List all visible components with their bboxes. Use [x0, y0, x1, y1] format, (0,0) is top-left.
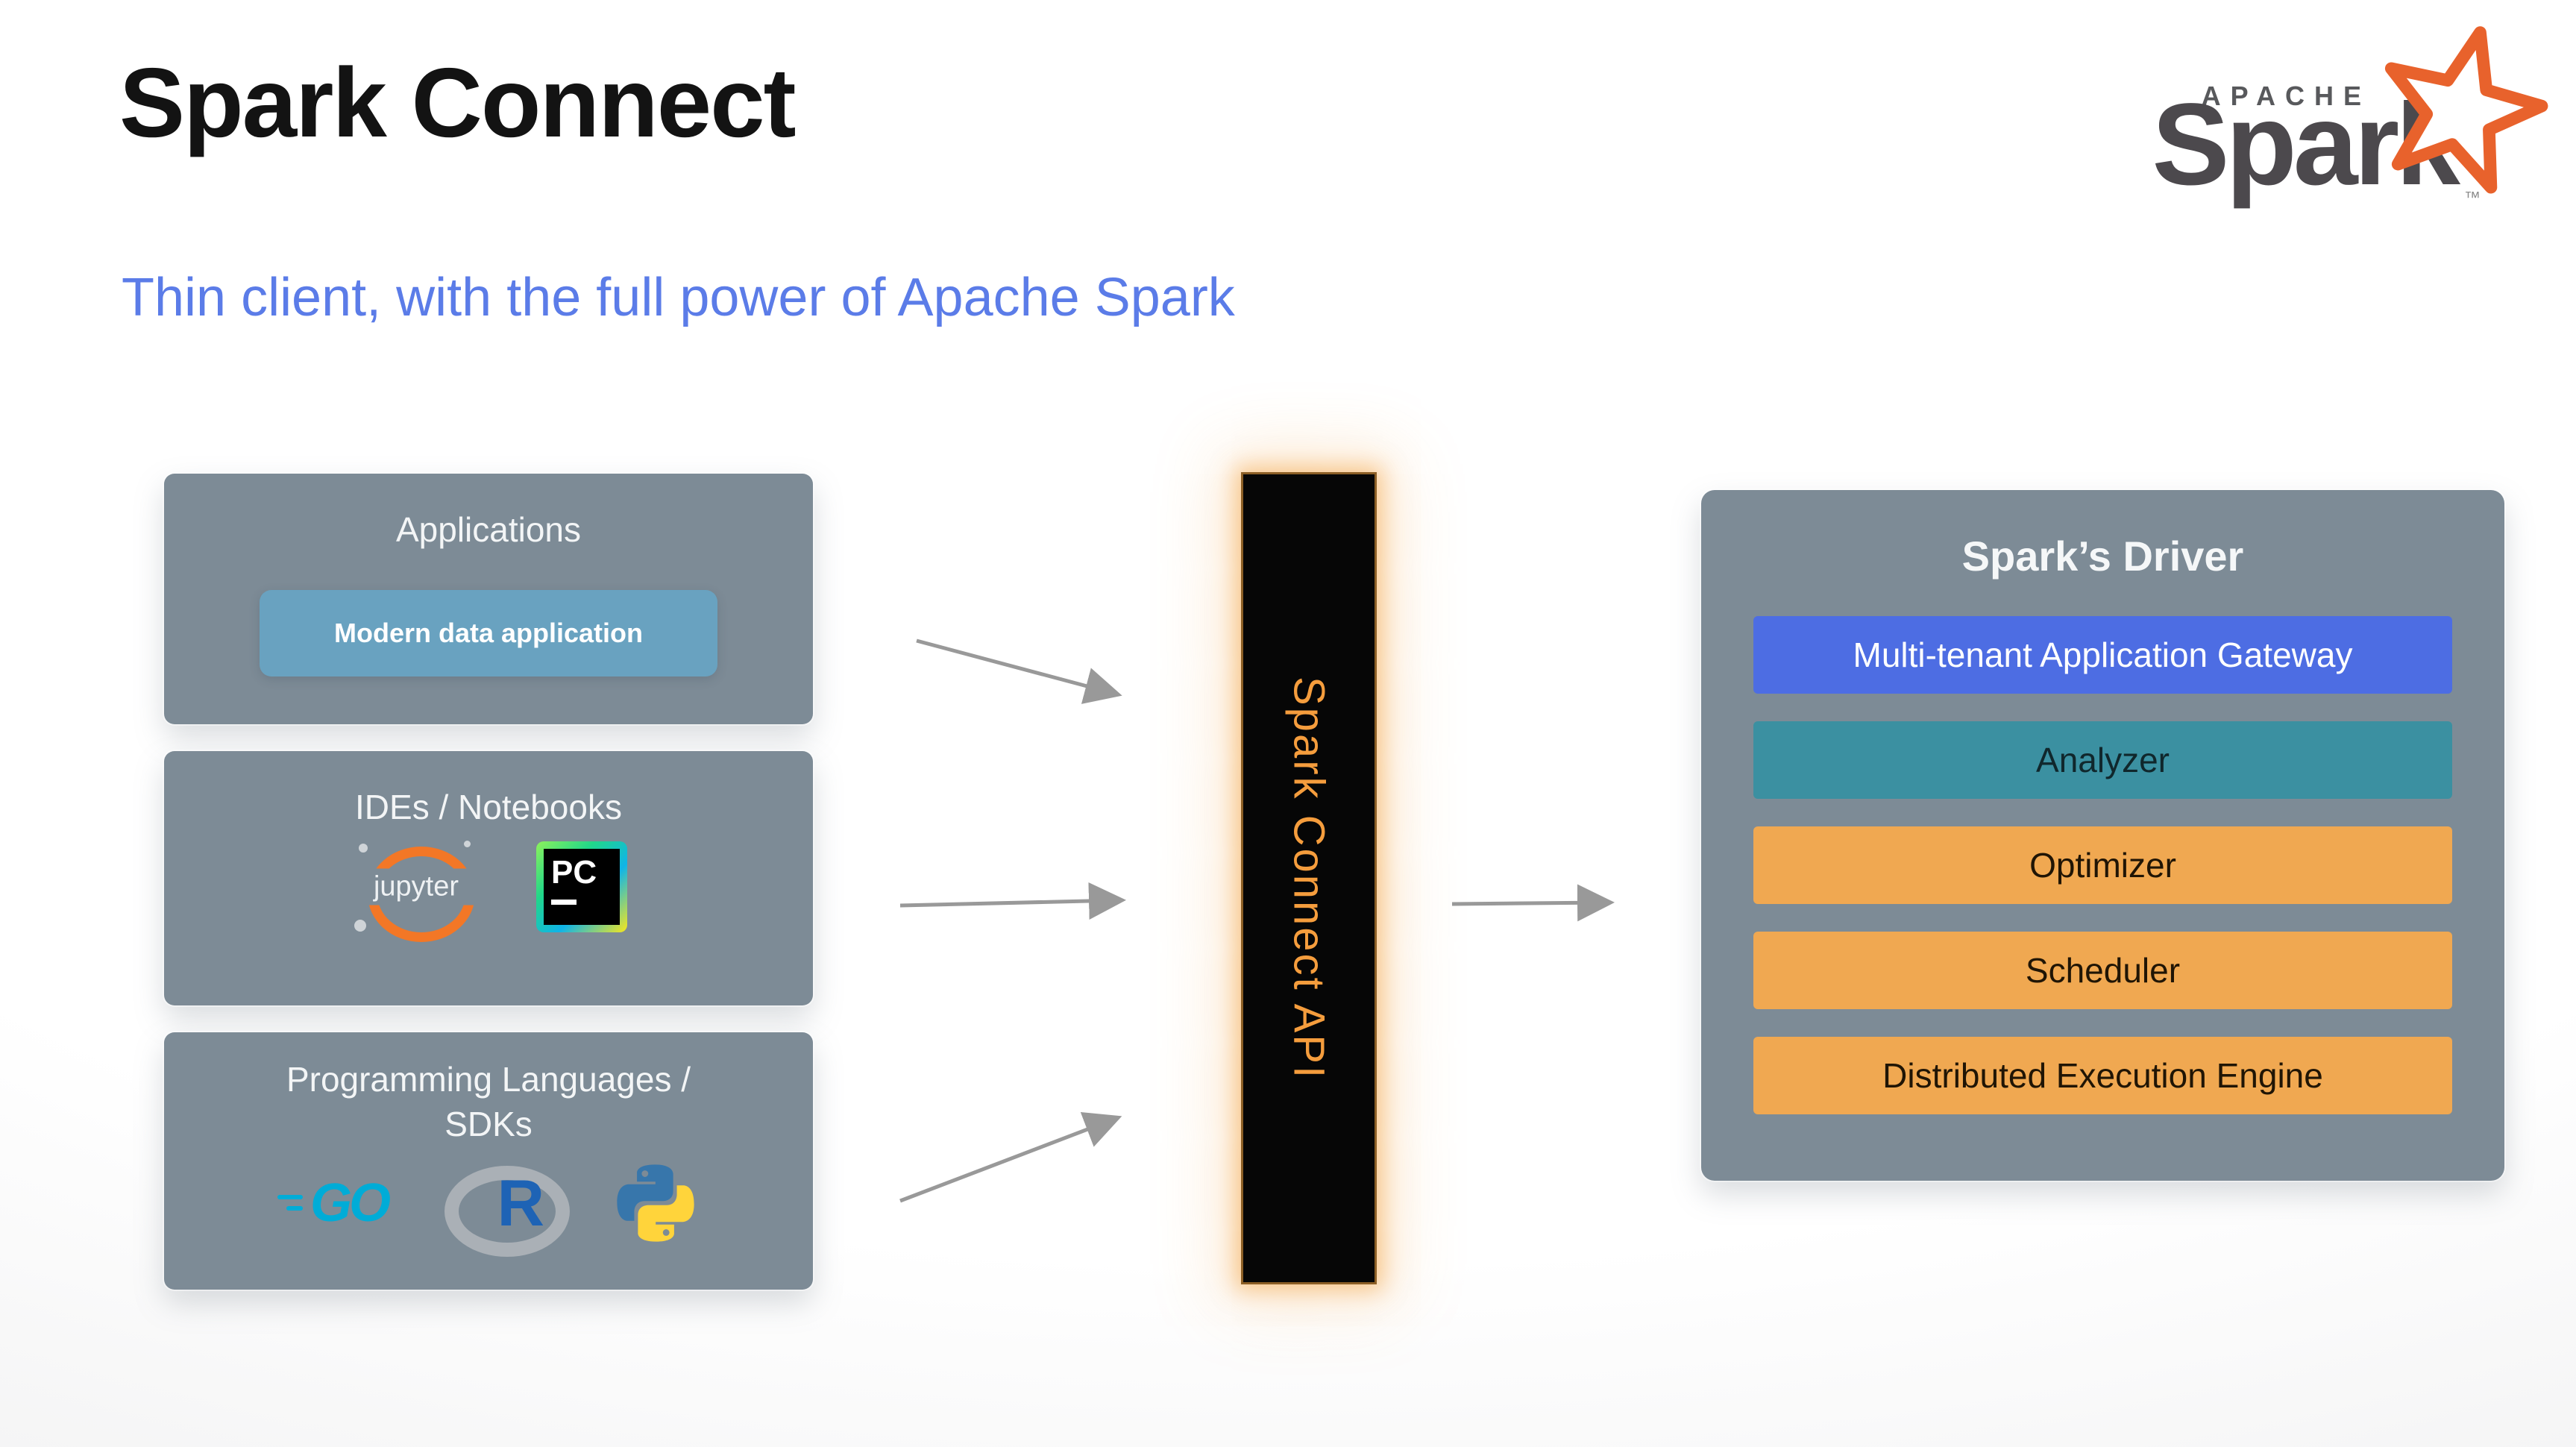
page-title: Spark Connect	[119, 48, 797, 157]
jupyter-icon: jupyter	[350, 839, 483, 942]
pycharm-inner: PC	[544, 849, 620, 925]
driver-layers: Multi-tenant Application Gateway Analyze…	[1753, 616, 2452, 1114]
python-icon	[617, 1164, 694, 1242]
ides-notebooks-title: IDEs / Notebooks	[355, 788, 622, 826]
layer-multi-tenant-gateway: Multi-tenant Application Gateway	[1753, 616, 2452, 694]
brand-apache-text: APACHE	[2201, 81, 2371, 111]
ides-icon-row: jupyter PC	[164, 839, 813, 942]
jupyter-dot	[354, 920, 366, 932]
go-speed-lines	[277, 1195, 303, 1211]
spark-connect-api-label: Spark Connect API	[1284, 676, 1333, 1081]
layer-analyzer: Analyzer	[1753, 721, 2452, 799]
arrow-languages-to-api	[899, 1111, 1122, 1203]
go-label: GO	[310, 1173, 391, 1233]
jupyter-label: jupyter	[350, 868, 483, 905]
applications-title: Applications	[395, 510, 582, 549]
spark-driver-box: Spark’s Driver Multi-tenant Application …	[1701, 490, 2504, 1181]
brand-trademark: ™	[2464, 188, 2481, 207]
jupyter-dot	[359, 844, 368, 853]
pycharm-icon: PC	[536, 841, 627, 932]
r-icon: R	[442, 1160, 570, 1257]
ides-notebooks-box: IDEs / Notebooks jupyter PC	[164, 751, 813, 1005]
modern-data-application-chip: Modern data application	[260, 590, 717, 677]
arrow-ides-to-api	[899, 882, 1126, 920]
spark-driver-title: Spark’s Driver	[1961, 533, 2244, 580]
spark-connect-api-bar: Spark Connect API	[1241, 472, 1377, 1284]
languages-icon-row: GO R	[164, 1159, 813, 1257]
jupyter-dot	[464, 841, 471, 847]
layer-optimizer: Optimizer	[1753, 826, 2452, 904]
apache-spark-logo: APACHE Spark ™	[2091, 22, 2548, 254]
subtitle: Thin client, with the full power of Apac…	[122, 268, 1235, 327]
go-icon: GO	[277, 1173, 391, 1234]
pycharm-label: PC	[551, 854, 597, 891]
spark-star-icon	[2384, 26, 2548, 194]
languages-sdks-title: Programming Languages / SDKs	[286, 1060, 691, 1143]
languages-sdks-box: Programming Languages / SDKs GO R	[164, 1032, 813, 1290]
arrow-api-to-driver	[1451, 884, 1615, 922]
applications-box: Applications Modern data application	[164, 474, 813, 724]
layer-distributed-execution-engine: Distributed Execution Engine	[1753, 1037, 2452, 1114]
arrow-applications-to-api	[916, 638, 1122, 704]
pycharm-underscore	[551, 900, 577, 905]
layer-scheduler: Scheduler	[1753, 932, 2452, 1009]
r-label: R	[497, 1165, 544, 1240]
